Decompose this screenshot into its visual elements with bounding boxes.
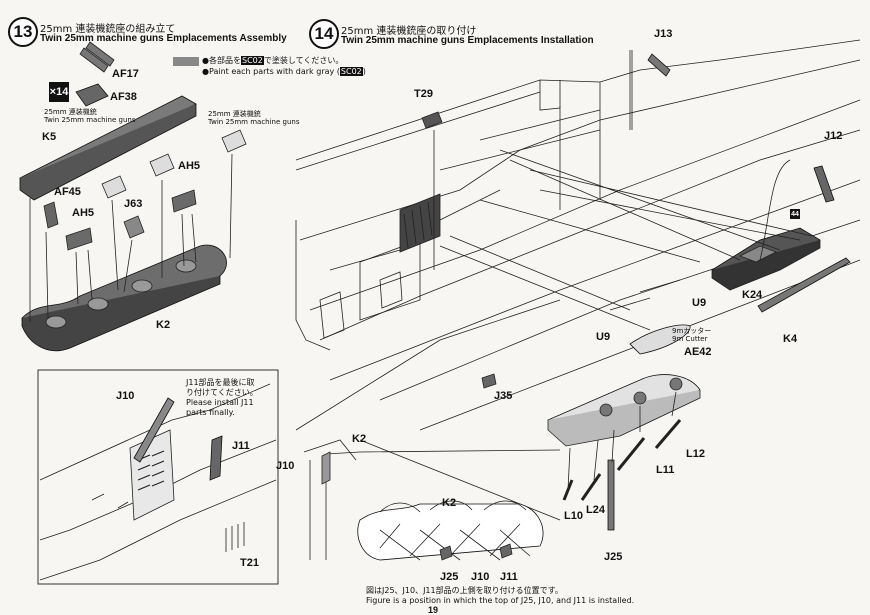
part-label-u9-right: U9 (692, 297, 707, 309)
part-label-ah5-lower: AH5 (72, 207, 95, 219)
part-label-t29: T29 (414, 88, 433, 100)
part-label-k4: K4 (783, 333, 798, 345)
part-label-k2-step13: K2 (156, 319, 171, 331)
part-label-j11-lower: J11 (500, 571, 518, 583)
footnote-jp: 図はJ25、J10、J11部品の上側を取り付ける位置です。 (366, 586, 563, 595)
part-label-af17: AF17 (112, 68, 139, 80)
footnote-en: Figure is a position in which the top of… (366, 596, 635, 605)
inset-note-jp: J11部品を最後に取 り付けてください。 (186, 378, 258, 397)
part-label-l12: L12 (686, 448, 705, 460)
paint-note-jp-suffix: で塗装してください。 (263, 56, 344, 65)
part-label-j12: J12 (824, 130, 843, 142)
step13-number: 13 (8, 17, 38, 47)
step14-title-en: Twin 25mm machine guns Emplacements Inst… (341, 35, 594, 46)
paint-note-en-prefix: ●Paint each parts with dark gray ( (202, 67, 340, 76)
paint-code-badge: SC02 (240, 56, 264, 65)
gun-label-jp: 25mm 連装機銃 (44, 108, 97, 116)
part-label-af45: AF45 (54, 186, 81, 198)
paint-note-en: ●Paint each parts with dark gray (SC02) (202, 67, 366, 77)
part-label-ah5-upper: AH5 (178, 160, 201, 172)
cutter-label-jp: 9mカッター (672, 327, 712, 335)
part-label-l10: L10 (564, 510, 583, 522)
part-label-j11-inset: J11 (232, 440, 250, 452)
part-label-l24: L24 (586, 504, 605, 516)
part-label-j25-right: J25 (604, 551, 623, 563)
gun-label-en: Twin 25mm machine guns (44, 116, 136, 124)
cutter-label-en: 9m Cutter (672, 335, 708, 343)
part-label-j10-inset: J10 (116, 390, 135, 402)
step13-title-en: Twin 25mm machine guns Emplacements Asse… (40, 33, 287, 44)
part-label-j63: J63 (124, 198, 143, 210)
part-label-j25-lower: J25 (440, 571, 459, 583)
step14-number: 14 (309, 19, 339, 49)
part-label-k2-step14: K2 (352, 433, 367, 445)
step14-title-jp: 25mm 連装機銃座の取り付け (341, 26, 477, 37)
gun-label2-en: Twin 25mm machine guns (208, 118, 300, 126)
paint-note-en-suffix: ) (362, 67, 366, 76)
part-label-l11: L11 (656, 464, 675, 476)
paint-code-badge-en: SC02 (339, 67, 363, 76)
inset-note-en: Please install J11 parts finally. (186, 398, 254, 417)
part-label-j10-step14: J10 (276, 460, 295, 472)
part-label-k24: K24 (742, 289, 763, 301)
part-label-k2-lower: K2 (442, 497, 457, 509)
gun-label2-jp: 25mm 連装機銃 (208, 110, 261, 118)
step13-title-jp: 25mm 連装機銃座の組み立て (40, 24, 176, 35)
part-label-ae42: AE42 (684, 346, 712, 358)
part-label-j13: J13 (654, 28, 673, 40)
step-ref-badge: 44 (790, 209, 800, 219)
paint-swatch (173, 57, 199, 66)
part-label-af38: AF38 (110, 91, 137, 103)
paint-note-jp: ●各部品をSC02で塗装してください。 (202, 56, 343, 66)
page-number: 19 (428, 605, 439, 615)
part-label-j10-lower: J10 (471, 571, 490, 583)
multiplier-badge: ×14 (49, 82, 69, 102)
part-label-k5: K5 (42, 131, 57, 143)
part-label-j35: J35 (494, 390, 513, 402)
paint-note-jp-prefix: ●各部品を (202, 56, 241, 65)
part-label-u9-left: U9 (596, 331, 611, 343)
part-label-t21: T21 (240, 557, 259, 569)
